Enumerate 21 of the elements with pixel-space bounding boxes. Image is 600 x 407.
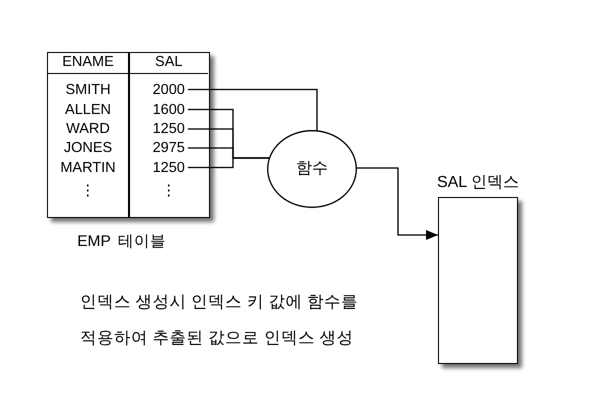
salary-value: 1250: [152, 158, 185, 176]
column-header: SAL: [130, 53, 208, 74]
employee-name: ALLEN: [65, 100, 111, 118]
employee-name: MARTIN: [60, 158, 116, 176]
note-text: 인덱스 생성시 인덱스 키 값에 함수를 적용하여 추출된 값으로 인덱스 생성: [80, 292, 359, 349]
salary-value: 1600: [152, 100, 185, 118]
connector-line: [188, 157, 270, 168]
employee-name: SMITH: [65, 80, 111, 98]
node-label: 함수: [296, 159, 328, 179]
more-rows-ellipsis: ⋮: [161, 182, 176, 200]
salary-value: 2000: [152, 80, 185, 98]
salary-value: 2975: [152, 139, 185, 157]
more-rows-ellipsis: ⋮: [80, 182, 96, 200]
table-caption: EMP 테이블: [77, 232, 166, 252]
box-title: SAL 인덱스: [436, 174, 520, 192]
employee-name: JONES: [64, 139, 112, 157]
employee-name: WARD: [66, 120, 110, 138]
column-header: ENAME: [48, 53, 128, 74]
salary-value: 1250: [152, 120, 185, 138]
arrow: [356, 167, 438, 240]
connector-line: [188, 88, 318, 131]
